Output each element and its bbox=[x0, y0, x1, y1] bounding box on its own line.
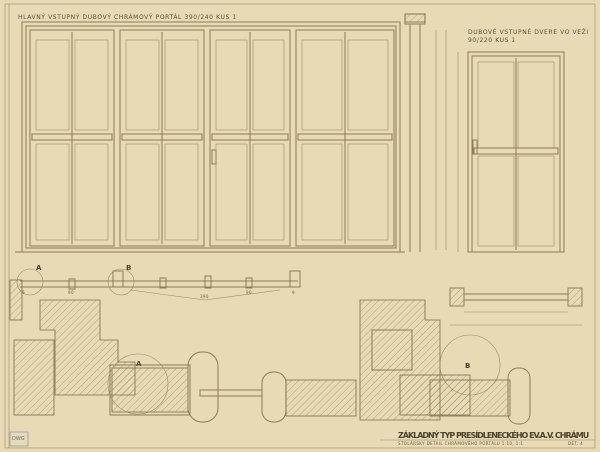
detail-section-a: A bbox=[13, 299, 219, 423]
plan-dim: 90 bbox=[68, 290, 74, 295]
detail-section-middle bbox=[199, 371, 357, 423]
stamp-text: DWG bbox=[12, 436, 25, 442]
plan-label-a: A bbox=[36, 264, 42, 272]
main-portal-elevation bbox=[15, 21, 405, 253]
archive-stamp bbox=[9, 431, 29, 447]
detail-section-b: B bbox=[359, 299, 531, 425]
plan-dim: 90 bbox=[246, 290, 252, 295]
jamb-section bbox=[404, 13, 447, 252]
door-leaf bbox=[29, 29, 115, 247]
door-leaf bbox=[209, 29, 291, 247]
plan-section: A B 9 90 390 90 9 bbox=[9, 264, 301, 321]
door-leaf bbox=[295, 29, 395, 247]
sheet-border bbox=[4, 3, 596, 449]
section-label-a: A bbox=[136, 360, 142, 368]
section-label-b: B bbox=[465, 362, 471, 370]
plan-dim: 390 bbox=[200, 294, 209, 299]
plan-dim: 9 bbox=[22, 290, 25, 295]
door-leaf bbox=[119, 29, 205, 247]
title-block-title: ZÁKLADNÝ TYP PRESÍDLENECKÉHO EV.A.V. CHR… bbox=[398, 429, 590, 440]
plan-label-b: B bbox=[126, 264, 132, 272]
tower-door-size: 90/220 KUS 1 bbox=[468, 37, 516, 44]
title-block-subtitle: STOLÁRSKY DETAIL CHRÁMOVÉHO PORTÁLU 1:10… bbox=[398, 441, 523, 446]
tower-door-plan bbox=[449, 287, 583, 326]
tower-door-elevation bbox=[457, 51, 565, 253]
tower-door-title: DUBOVÉ VSTUPNÉ DVERE VO VEŽI bbox=[468, 28, 589, 36]
main-portal-title: HLAVNÝ VSTUPNÝ DUBOVÝ CHRÁMOVÝ PORTÁL 39… bbox=[18, 14, 237, 21]
plan-dim: 9 bbox=[292, 290, 295, 295]
sheet-number: DET. 4 bbox=[568, 441, 583, 446]
